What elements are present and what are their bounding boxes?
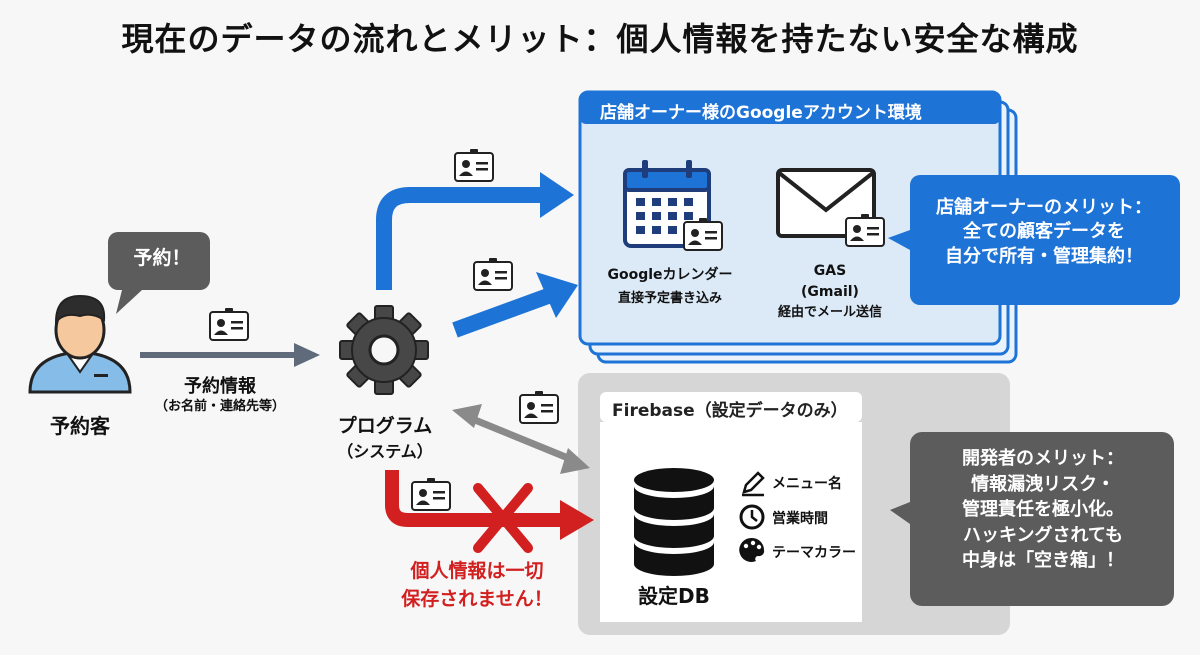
id-card-icon xyxy=(519,390,559,424)
calendar-label-line1: Googleカレンダー xyxy=(607,267,733,283)
settings-db-label: 設定DB xyxy=(638,584,710,608)
program-sublabel: （システム） xyxy=(337,442,433,461)
developer-merit-line1: 開発者のメリット： xyxy=(962,448,1124,469)
owner-merit-line3: 自分で所有・管理集約！ xyxy=(945,245,1143,267)
id-card-icon xyxy=(411,477,451,511)
owner-merit-bubble xyxy=(888,175,1180,305)
id-card-icon xyxy=(454,148,494,182)
pencil-icon xyxy=(742,471,765,497)
mail-icon xyxy=(776,168,885,247)
setting-item-hours: 営業時間 xyxy=(772,511,828,527)
google-env-header: 店舗オーナー様のGoogleアカウント環境 xyxy=(600,103,922,123)
reservation-info-label: 予約情報 xyxy=(184,376,256,397)
developer-merit-line5: 中身は「空き箱」！ xyxy=(962,550,1124,572)
developer-merit-line4: ハッキングされても xyxy=(962,524,1124,546)
no-personal-line1: 個人情報は一切 xyxy=(410,560,544,582)
palette-icon xyxy=(739,537,765,562)
owner-merit-line1: 店舗オーナーのメリット： xyxy=(936,197,1152,218)
blocked-x-icon xyxy=(473,483,533,553)
developer-merit-bubble xyxy=(890,432,1174,606)
developer-merit-line2: 情報漏洩リスク・ xyxy=(971,473,1115,495)
firebase-header-bg xyxy=(600,392,862,422)
program-label: プログラム xyxy=(337,415,433,437)
id-card-icon xyxy=(209,307,249,341)
reservation-info-sublabel: （お名前・連絡先等） xyxy=(154,399,285,414)
developer-merit-line3: 管理責任を極小化。 xyxy=(962,499,1124,521)
no-personal-line2: 保存されません！ xyxy=(401,588,553,610)
customer-label: 予約客 xyxy=(50,414,110,438)
setting-item-menu: メニュー名 xyxy=(772,476,842,492)
gas-label-line3: 経由でメール送信 xyxy=(777,305,882,320)
gear-icon xyxy=(339,305,429,395)
database-icon xyxy=(634,468,714,576)
calendar-label-line2: 直接予定書き込み xyxy=(617,291,722,306)
owner-merit-line2: 全ての顧客データを xyxy=(963,221,1125,243)
clock-icon xyxy=(739,504,765,530)
gas-label-line1: GAS xyxy=(813,263,847,279)
google-panel-header-bg xyxy=(580,92,1000,124)
calendar-icon xyxy=(623,160,723,251)
customer-speech-text: 予約！ xyxy=(133,247,191,269)
id-card-icon xyxy=(473,257,513,291)
page-title: 現在のデータの流れとメリット：個人情報を持たない安全な構成 xyxy=(121,20,1079,58)
developer-merit-text: 開発者のメリット： 情報漏洩リスク・ 管理責任を極小化。 ハッキングされても 中… xyxy=(912,446,1174,574)
gas-label-line2: (Gmail) xyxy=(801,284,859,300)
customer-icon xyxy=(28,294,132,394)
setting-item-theme: テーマカラー xyxy=(772,545,856,561)
firebase-header: Firebase（設定データのみ） xyxy=(612,401,848,421)
owner-merit-text: 店舗オーナーのメリット： 全ての顧客データを 自分で所有・管理集約！ xyxy=(912,196,1176,269)
customer-speech-bubble xyxy=(108,232,210,314)
